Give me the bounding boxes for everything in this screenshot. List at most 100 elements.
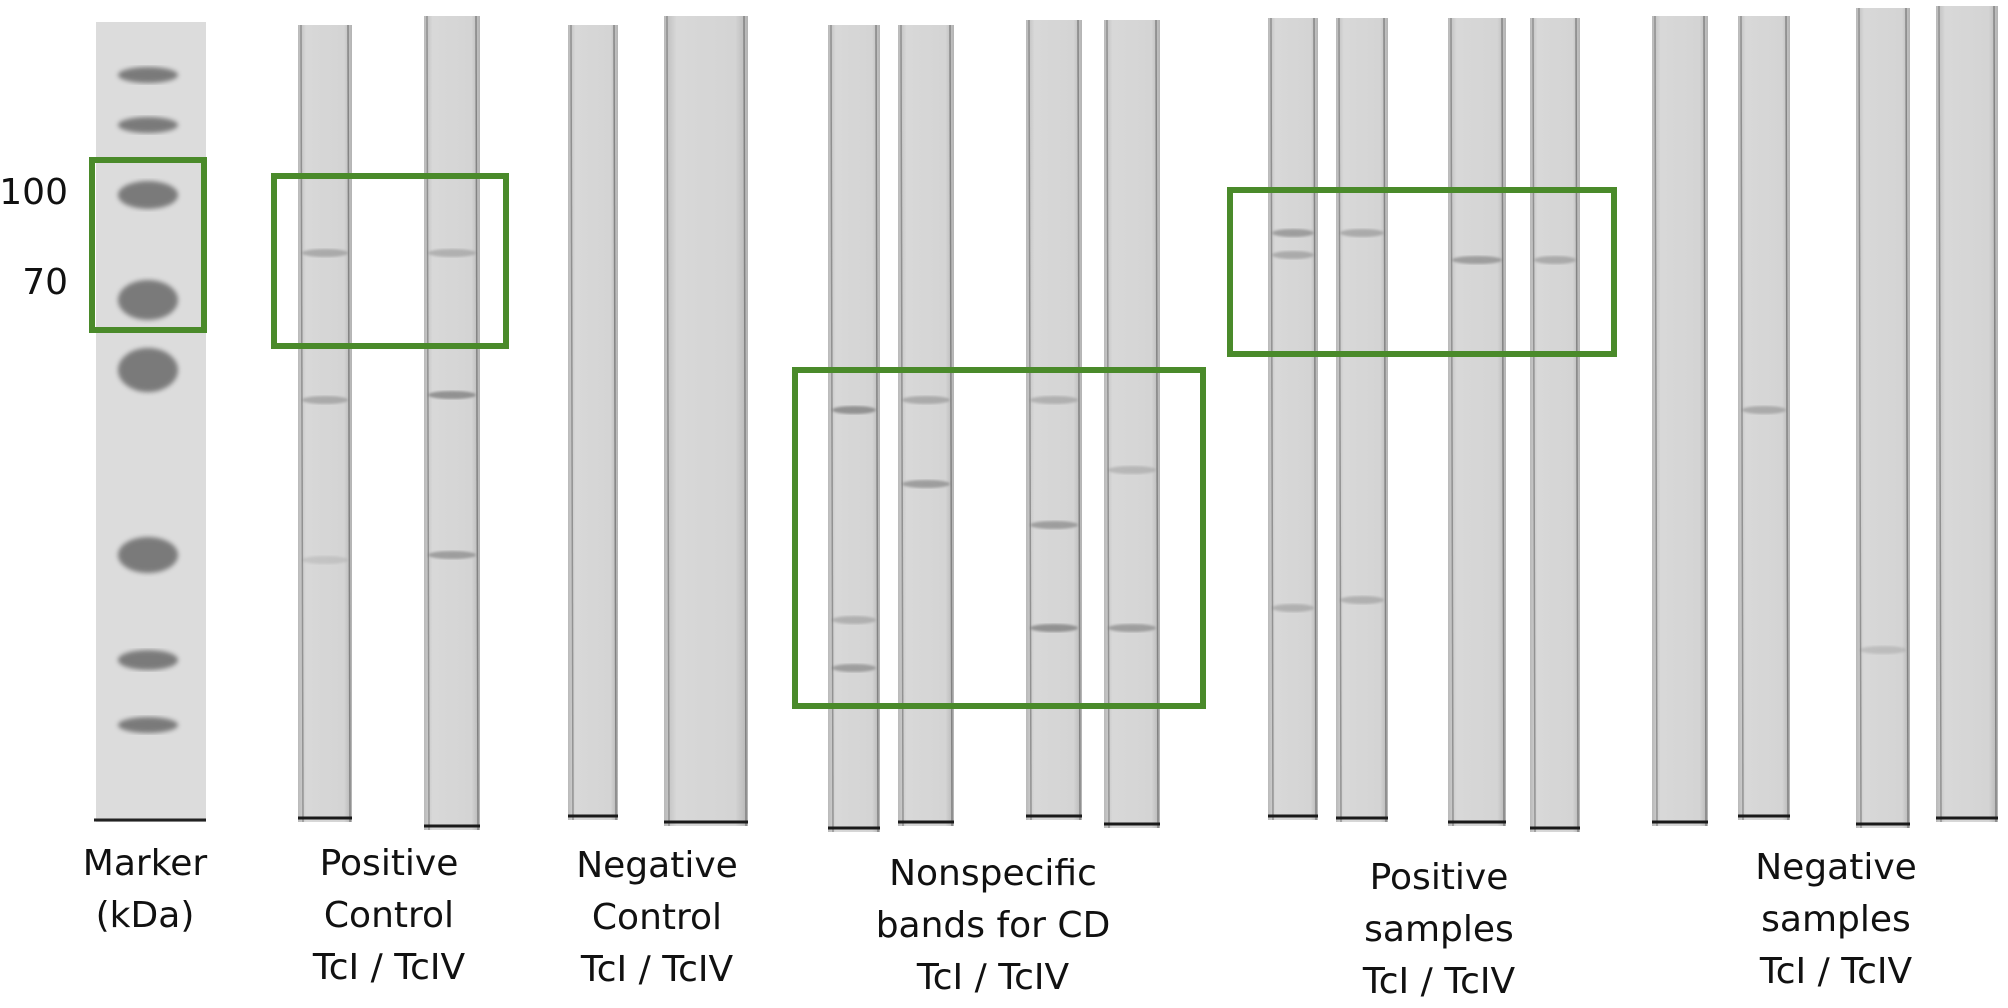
marker-band xyxy=(118,280,178,320)
caption-line: bands for CD xyxy=(875,905,1111,946)
blot-strip xyxy=(1268,18,1318,820)
caption-line: TcI / TcIV xyxy=(1362,961,1516,1002)
caption-line: TcI / TcIV xyxy=(916,957,1070,998)
marker-band xyxy=(118,67,178,83)
strip-edge-line xyxy=(1028,19,1032,821)
strip-band xyxy=(832,406,876,414)
marker-lane xyxy=(96,22,206,822)
caption-line: samples xyxy=(1364,909,1514,950)
marker-band xyxy=(118,348,178,392)
marker-100-label: 100 xyxy=(0,172,68,213)
strip-edge-line xyxy=(1938,5,1942,823)
strip-edge-line xyxy=(1270,17,1274,821)
strip-edge-line xyxy=(1993,5,1997,823)
blot-strip xyxy=(898,25,954,826)
caption-positive-control: Positive Control TcI / TcIV xyxy=(313,838,465,994)
strip-edge-line xyxy=(1450,17,1454,827)
strip-edge-line xyxy=(1703,15,1707,827)
highlight-box xyxy=(792,367,1206,709)
caption-line: (kDa) xyxy=(95,895,195,936)
strip-edge-line xyxy=(475,15,479,831)
strip-band xyxy=(832,616,876,624)
strip-band xyxy=(1030,521,1078,529)
highlight-box xyxy=(271,173,509,349)
blot-strip xyxy=(664,16,748,826)
caption-line: TcI / TcIV xyxy=(1759,951,1913,992)
caption-line: Positive xyxy=(319,843,459,884)
strip-edge-line xyxy=(1532,17,1536,833)
strip-band xyxy=(428,391,476,399)
strip-band xyxy=(1452,256,1502,264)
blot-strip xyxy=(298,25,352,822)
strip-band xyxy=(302,396,348,404)
blot-strip xyxy=(1104,20,1160,828)
blot-strip xyxy=(828,25,880,832)
strip-edge-line xyxy=(1313,17,1317,821)
strip-band xyxy=(302,556,348,564)
caption-line: Nonspecific xyxy=(889,853,1097,894)
blot-strip xyxy=(1652,16,1708,826)
strip-band xyxy=(1534,256,1576,264)
marker-band xyxy=(118,537,178,573)
strip-edge-line xyxy=(570,24,574,821)
marker-band xyxy=(118,181,178,209)
strip-band xyxy=(1030,396,1078,404)
strip-band xyxy=(428,249,476,257)
strip-band xyxy=(302,249,348,257)
strip-band xyxy=(1108,624,1156,632)
strip-band xyxy=(902,396,950,404)
highlight-box xyxy=(89,157,207,333)
blot-strip xyxy=(1936,6,1998,822)
strip-edge-line xyxy=(613,24,617,821)
caption-line: Control xyxy=(323,895,455,936)
blot-strip xyxy=(424,16,480,830)
blot-strip xyxy=(1336,18,1388,822)
strip-band xyxy=(1108,466,1156,474)
strip-edge-line xyxy=(1740,15,1744,821)
marker-band xyxy=(118,117,178,133)
caption-nonspecific: Nonspecific bands for CD TcI / TcIV xyxy=(876,848,1111,1004)
strip-edge-line xyxy=(1905,7,1909,829)
caption-line: Marker xyxy=(82,843,208,884)
strip-band xyxy=(1272,604,1314,612)
strip-edge-line xyxy=(666,15,670,827)
marker-70-label: 70 xyxy=(22,262,68,303)
strip-edge-line xyxy=(300,24,304,823)
marker-band xyxy=(118,650,178,670)
caption-marker: Marker (kDa) xyxy=(83,838,207,942)
strip-band xyxy=(1030,624,1078,632)
strip-band xyxy=(428,551,476,559)
strip-edge-line xyxy=(1338,17,1342,823)
strip-edge-line xyxy=(426,15,430,831)
caption-negative-control: Negative Control TcI / TcIV xyxy=(576,840,738,996)
caption-positive-samples: Positive samples TcI / TcIV xyxy=(1363,852,1515,1008)
blot-strip xyxy=(568,25,618,820)
strip-edge-line xyxy=(1858,7,1862,829)
blot-strip xyxy=(1448,18,1506,826)
caption-line: Control xyxy=(591,897,723,938)
blot-strip xyxy=(1738,16,1790,820)
strip-band xyxy=(1340,596,1384,604)
blot-strip xyxy=(1530,18,1580,832)
caption-negative-samples: Negative samples TcI / TcIV xyxy=(1755,842,1917,998)
strip-band xyxy=(1272,229,1314,237)
strip-edge-line xyxy=(1654,15,1658,827)
strip-edge-line xyxy=(347,24,351,823)
strip-band xyxy=(832,664,876,672)
strip-edge-line xyxy=(1155,19,1159,829)
strip-edge-line xyxy=(1501,17,1505,827)
strip-band xyxy=(1860,646,1906,654)
strip-edge-line xyxy=(743,15,747,827)
strip-edge-line xyxy=(1575,17,1579,833)
strip-band xyxy=(1742,406,1786,414)
strip-edge-line xyxy=(1106,19,1110,829)
blot-strip xyxy=(1856,8,1910,828)
strip-band xyxy=(1340,229,1384,237)
strip-band xyxy=(902,480,950,488)
caption-line: samples xyxy=(1761,899,1911,940)
strip-edge-line xyxy=(1383,17,1387,823)
strip-edge-line xyxy=(830,24,834,833)
marker-band xyxy=(118,717,178,733)
strip-edge-line xyxy=(949,24,953,827)
